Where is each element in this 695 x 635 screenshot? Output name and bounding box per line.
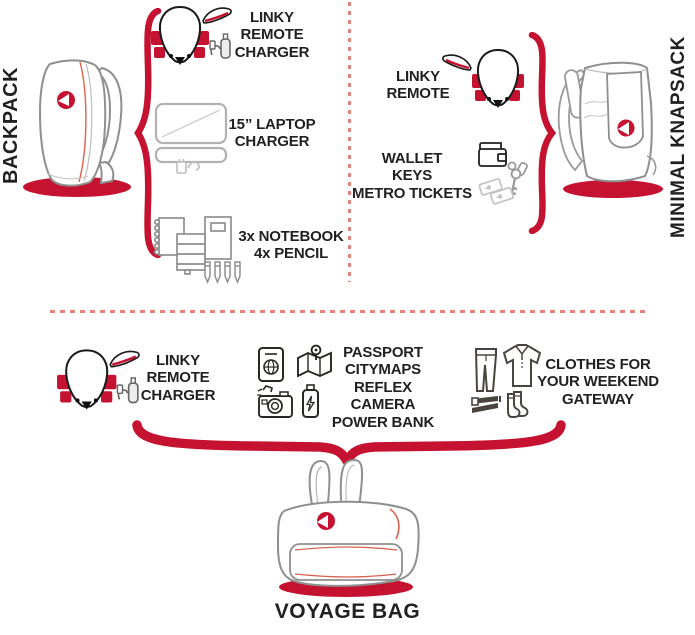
horizontal-dotted-divider — [50, 310, 646, 313]
pencils-icon — [204, 261, 241, 284]
linky-remote-icon — [202, 7, 232, 24]
passport-icon — [258, 347, 284, 382]
wallet-icon — [478, 142, 507, 167]
linky-board-icon — [57, 349, 117, 410]
voyage-item-label-linky: LINKY REMOTE CHARGER — [140, 352, 216, 404]
laptop-icon — [154, 102, 228, 164]
linky-board-icon — [472, 48, 524, 108]
citymap-icon — [297, 344, 332, 378]
backpack-item-label-laptop: 15” LAPTOP CHARGER — [228, 116, 316, 151]
backpack-illustration — [23, 59, 131, 197]
knapsack-item-label-linky: LINKY REMOTE — [386, 68, 450, 103]
power-bank-icon — [302, 384, 319, 418]
voyage-bag-illustration — [276, 458, 420, 597]
knapsack-item-label-wallet: WALLET KEYS METRO TICKETS — [352, 150, 472, 202]
voyage-title: VOYAGE BAG — [274, 600, 421, 623]
notebook-pencil-illustration — [153, 216, 241, 284]
linky-remote-charger-illustration — [151, 5, 232, 65]
usb-charger-icon — [116, 377, 139, 404]
laptop-charger-icon — [176, 159, 200, 174]
laptop-charger-illustration — [154, 102, 228, 174]
knapsack-illustration — [557, 61, 663, 198]
backpack-item-label-notebook: 3x NOTEBOOK 4x PENCIL — [238, 228, 344, 263]
vertical-dotted-divider — [348, 2, 351, 282]
voyage-item-label-travel-kit: PASSPORT CITYMAPS REFLEX CAMERA POWER BA… — [331, 344, 435, 431]
knapsack-brace — [528, 32, 556, 234]
backpack-item-label-linky: LINKY REMOTE CHARGER — [234, 9, 310, 61]
linky-remote-illustration — [442, 48, 524, 108]
reflex-camera-icon — [257, 385, 293, 418]
linky-remote-icon — [109, 350, 140, 368]
metro-tickets-icon — [478, 178, 514, 205]
usb-charger-icon — [209, 33, 231, 59]
pants-icon — [474, 348, 497, 392]
voyage-item-label-clothes: CLOTHES FOR YOUR WEEKEND GATEWAY — [537, 356, 659, 408]
polo-shirt-icon — [502, 344, 542, 387]
linky-remote-charger-illustration-2 — [57, 349, 140, 410]
linky-remote-icon — [442, 54, 472, 71]
socks-icon — [507, 391, 529, 418]
linky-board-icon — [151, 5, 209, 65]
backpack-brace — [134, 8, 162, 258]
notebooks-icon — [153, 216, 232, 275]
belt-icon — [471, 396, 501, 413]
knapsack-title: MINIMAL KNAPSACK — [668, 36, 689, 238]
